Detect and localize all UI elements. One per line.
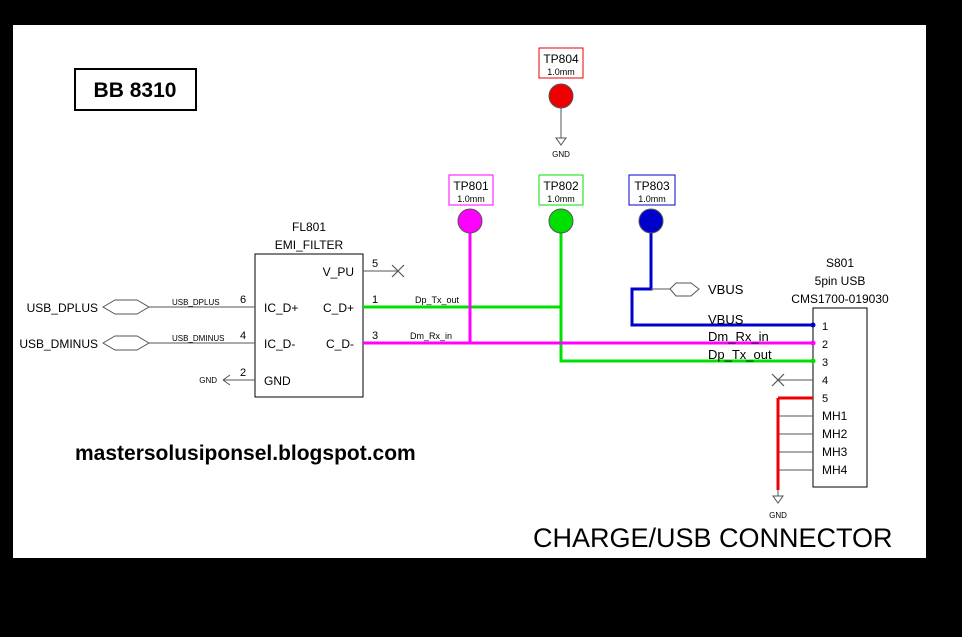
filter-pin3-num: 3: [372, 330, 378, 342]
tp801-name: TP801: [453, 179, 489, 193]
filter-gnd-label: GND: [199, 376, 217, 385]
connector-body: [812, 307, 868, 488]
usb-dminus-port-label: USB_DMINUS: [19, 337, 98, 351]
tp802-name: TP802: [543, 179, 579, 193]
filter-pin4-num: 4: [240, 330, 246, 342]
usb-dplus-port-label: USB_DPLUS: [27, 301, 98, 315]
filter-pin3-label: C_D-: [326, 337, 354, 351]
filter-pin4-label: IC_D-: [264, 337, 295, 351]
connector-pin5: 5: [822, 393, 828, 405]
net-dp-tx-out-label: Dp_Tx_out: [415, 295, 460, 305]
net-dm-rx-in-label: Dm_Rx_in: [410, 331, 452, 341]
dp-tx-out-conn-label: Dp_Tx_out: [708, 347, 772, 362]
filter-pin5-label: V_PU: [323, 265, 354, 279]
filter-pin5-num: 5: [372, 258, 378, 270]
connector-mh2: MH2: [822, 427, 848, 441]
connector-gnd-arrow-icon: [772, 495, 784, 504]
vbus-net-label: VBUS: [708, 312, 744, 327]
filter-body: [254, 253, 364, 398]
connector-mh1: MH1: [822, 409, 848, 423]
net-dp-tx-out-wire: [363, 305, 813, 363]
tp804-box: [538, 47, 584, 79]
connector-gnd-label: GND: [769, 511, 787, 520]
tp803-name: TP803: [634, 179, 670, 193]
net-vbus-wire: [630, 231, 813, 327]
tp804-pad-icon: [548, 83, 574, 109]
title-box: [74, 68, 197, 111]
usb-dminus-port-icon: [102, 335, 150, 351]
vbus-port-icon: [669, 282, 700, 297]
section-title: CHARGE/USB CONNECTOR: [533, 523, 893, 553]
tp801-pad-icon: [457, 208, 483, 234]
connector-part: CMS1700-019030: [791, 292, 889, 306]
dm-rx-in-conn-label: Dm_Rx_in: [708, 329, 769, 344]
usb-dplus-port-icon: [102, 299, 150, 315]
connector-pin2-dot: [810, 340, 816, 346]
tp801-size: 1.0mm: [457, 194, 485, 204]
connector-mh3: MH3: [822, 445, 848, 459]
title-text: BB 8310: [94, 79, 177, 102]
filter-pin1-label: C_D+: [323, 301, 354, 315]
filter-name: EMI_FILTER: [275, 238, 344, 252]
connector-pin2: 2: [822, 339, 828, 351]
connector-pin3-dot: [810, 358, 816, 364]
vbus-port-label: VBUS: [708, 282, 744, 297]
tp804-name: TP804: [543, 52, 579, 66]
filter-pin1-num: 1: [372, 294, 378, 306]
connector-type: 5pin USB: [815, 274, 866, 288]
tp804-gnd-arrow-icon: [555, 137, 567, 146]
tp804-gnd-label: GND: [552, 150, 570, 159]
tp803-size: 1.0mm: [638, 194, 666, 204]
tp803-pad-icon: [638, 208, 664, 234]
filter-pin2-num: 2: [240, 367, 246, 379]
tp802-size: 1.0mm: [547, 194, 575, 204]
tp803-box: [628, 174, 676, 206]
connector-pin1-dot: [810, 322, 816, 328]
website-text: mastersolusiponsel.blogspot.com: [75, 442, 416, 465]
filter-pin6-label: IC_D+: [264, 301, 298, 315]
filter-pin6-num: 6: [240, 294, 246, 306]
pin5-noconnect-icon: [391, 264, 405, 278]
pin4-noconnect-icon: [771, 373, 785, 387]
usb-dminus-net-label: USB_DMINUS: [172, 334, 224, 343]
filter-ref: FL801: [292, 220, 326, 234]
filter-gnd-arrow-icon: [222, 374, 231, 386]
connector-pin4: 4: [822, 375, 828, 387]
tp802-pad-icon: [548, 208, 574, 234]
connector-ref: S801: [826, 256, 854, 270]
connector-mh4: MH4: [822, 463, 848, 477]
usb-dplus-net-label: USB_DPLUS: [172, 298, 220, 307]
tp804-size: 1.0mm: [547, 67, 575, 77]
connector-pin1: 1: [822, 321, 828, 333]
filter-pin2-label: GND: [264, 374, 291, 388]
tp801-box: [448, 174, 494, 206]
tp802-box: [538, 174, 584, 206]
connector-pin3: 3: [822, 357, 828, 369]
